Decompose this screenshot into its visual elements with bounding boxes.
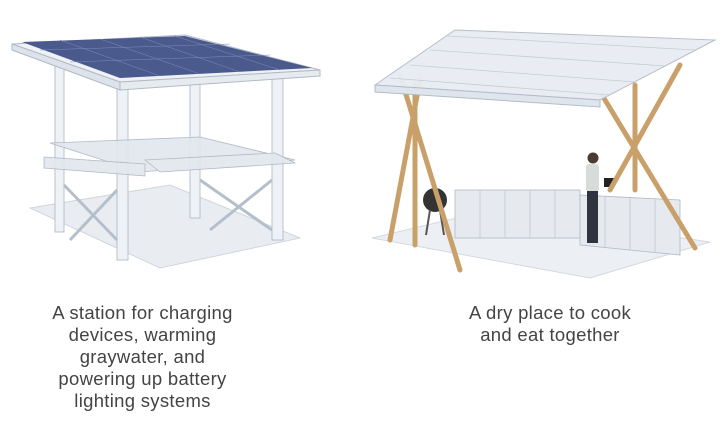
solar-charging-station-illustration [11,34,321,269]
counter-shelves [43,136,297,177]
solar-roof [11,34,321,91]
wooden-x-legs [387,62,698,273]
caption-line: A dry place to cook [468,302,631,323]
caption-line: devices, warming [68,324,217,345]
caption-line: lighting systems [74,390,211,411]
caption-line: graywater, and [79,346,206,367]
braces [62,178,273,242]
kitchen-shelter-caption: A dry place to cook and eat together [420,302,680,346]
caption-line: and eat together [480,324,620,345]
solar-station-caption: A station for charging devices, warming … [10,302,275,412]
outdoor-kitchen-shelter-illustration [371,29,717,279]
floor-slab [28,184,302,269]
person [586,152,614,243]
caption-line: A station for charging [52,302,233,323]
translucent-roof [373,29,717,108]
caption-line: powering up battery [58,368,227,389]
cabinets [454,189,681,256]
